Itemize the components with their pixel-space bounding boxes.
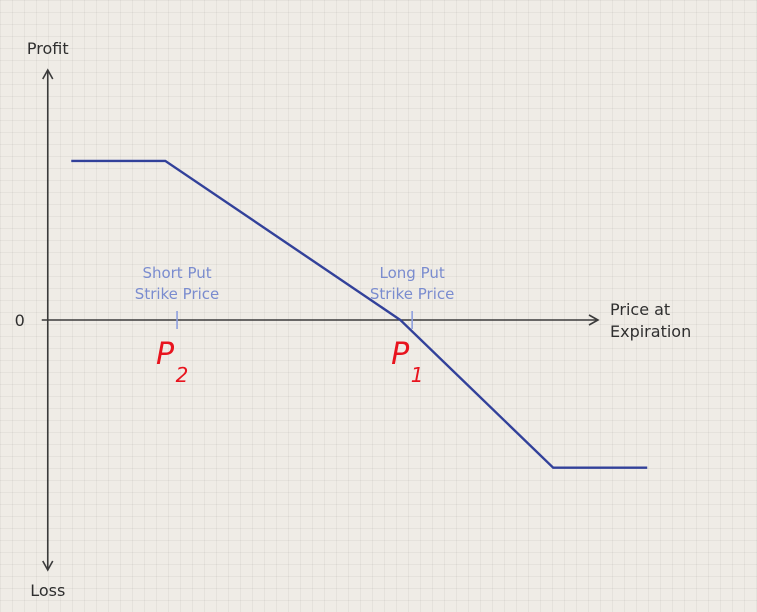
long-put-handwritten-subscript: 1 [411,363,424,387]
long-put-handwritten-p: P [391,337,410,372]
payoff-line [71,159,648,469]
long-put-strike-label-line2: Strike Price [370,285,454,303]
x-axis-label-line2: Expiration [610,322,691,341]
y-axis-profit-label: Profit [27,39,69,58]
long-put-strike: Long Put Strike Price P 1 [370,264,454,387]
long-put-strike-label-line1: Long Put [380,264,445,282]
x-axis-label-line1: Price at [610,300,670,319]
short-put-handwritten-subscript: 2 [176,363,189,387]
y-axis-loss-label: Loss [30,581,65,600]
short-put-strike: Short Put Strike Price P 2 [135,264,219,387]
short-put-handwritten-p: P [156,337,175,372]
short-put-strike-label-line2: Strike Price [135,285,219,303]
y-axis-zero-label: 0 [15,311,25,330]
short-put-strike-label-line1: Short Put [142,264,211,282]
